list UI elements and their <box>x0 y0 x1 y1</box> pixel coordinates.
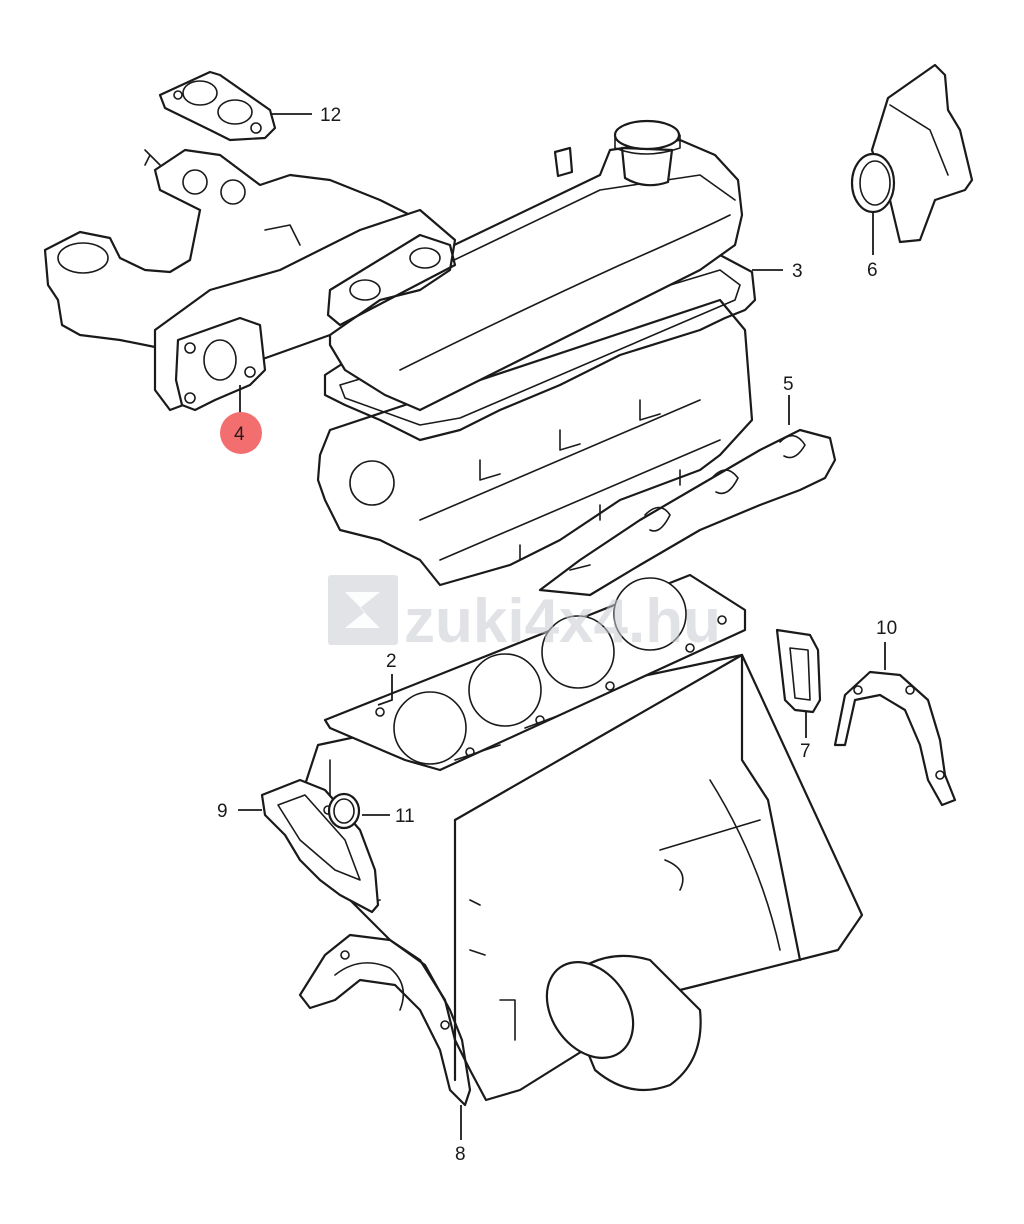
callout-10: 10 <box>876 618 897 639</box>
callout-3: 3 <box>792 261 803 282</box>
callout-4[interactable]: 4 <box>234 424 245 445</box>
callout-2: 2 <box>386 651 397 672</box>
oil-pump-gasket <box>298 933 472 1107</box>
carburetor-gasket <box>158 70 277 142</box>
watermark: zuki4x4.hu <box>328 575 721 656</box>
water-outlet-gasket <box>775 628 822 714</box>
oil-filter <box>545 954 702 1092</box>
exhaust-pipe-gasket <box>538 428 837 597</box>
leader-lines <box>238 113 886 1140</box>
housing-seal-ring <box>850 152 896 214</box>
oil-seal-housing-gasket <box>833 670 957 807</box>
callout-5: 5 <box>783 374 794 395</box>
callout-12: 12 <box>320 105 341 126</box>
head-cover-gasket <box>323 253 757 442</box>
callout-8: 8 <box>455 1144 466 1165</box>
callout-11: 11 <box>395 806 415 827</box>
callout-9: 9 <box>217 801 228 822</box>
intake-manifold-gasket <box>326 233 457 327</box>
callout-labels: 12 3 6 4 5 2 10 7 9 11 8 <box>217 105 897 1165</box>
thermostat-housing <box>870 63 974 244</box>
cylinder-head <box>316 298 754 587</box>
watermark-text: zuki4x4.hu <box>404 587 721 656</box>
cylinder-head-gasket <box>323 573 747 772</box>
callout-6: 6 <box>867 260 878 281</box>
cylinder-head-cover <box>328 119 744 412</box>
o-ring <box>327 792 361 830</box>
highlight-callout-4-marker[interactable] <box>220 412 262 454</box>
oil-filler-cap <box>613 119 681 187</box>
callout-7: 7 <box>800 741 811 762</box>
exhaust-manifold-gasket <box>174 316 267 412</box>
